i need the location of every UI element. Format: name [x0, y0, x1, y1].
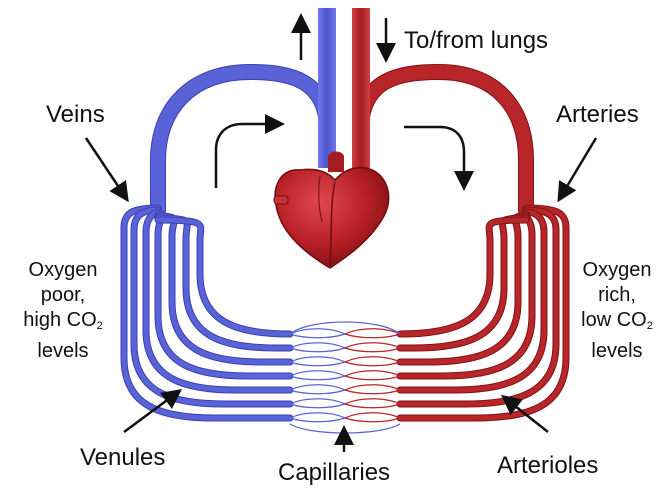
capillary-right-4: [345, 371, 400, 376]
capillary-right-6: [345, 343, 400, 348]
lungs-label: To/from lungs: [404, 29, 548, 53]
oxygen-poor-note: Oxygen poor, high CO2 levels: [8, 258, 118, 364]
oxygen-rich-note: Oxygen rich, low CO2 levels: [564, 258, 670, 364]
capillary-left-lower-1: [290, 418, 345, 422]
capillary-left-lower-6: [290, 348, 345, 352]
venule-7: [158, 220, 290, 334]
capillary-right-lower-5: [345, 362, 400, 366]
capillary-left-4: [290, 371, 345, 376]
veins-label: Veins: [46, 103, 105, 127]
venules-label: Venules: [80, 446, 165, 470]
capillary-right-lower-7: [345, 334, 400, 338]
capillary-left-lower-5: [290, 362, 345, 366]
capillary-right-lower-1: [345, 418, 400, 422]
venule-7-outline: [158, 220, 290, 334]
lung-vessels: [318, 8, 370, 168]
pointer-veins: [86, 138, 126, 198]
arteries-label: Arteries: [556, 103, 639, 127]
pulmonary-vein-trunk: [318, 8, 336, 168]
capillary-left-2: [290, 399, 345, 404]
capillary-left-6: [290, 343, 345, 348]
capillary-left-lower-2: [290, 404, 345, 408]
capillary-right-lower-4: [345, 376, 400, 380]
capillary-right-5: [345, 357, 400, 362]
arrow-into-heart: [216, 124, 280, 188]
arteriole-6-outline: [400, 218, 526, 348]
pulmonary-artery-trunk: [352, 8, 370, 168]
capillary-bed-outline: [290, 322, 400, 433]
capillary-right-lower-2: [345, 404, 400, 408]
pointer-arteries: [560, 138, 596, 198]
arteriole-4: [400, 214, 532, 376]
arrow-out-of-heart: [404, 127, 464, 186]
capillary-left-lower-4: [290, 376, 345, 380]
capillary-right-lower-6: [345, 348, 400, 352]
arteriole-4-outline: [400, 214, 532, 376]
capillaries-label: Capillaries: [278, 461, 390, 485]
capillary-left-3: [290, 385, 345, 390]
venule-4: [158, 214, 290, 376]
capillary-right-1: [345, 413, 400, 418]
venule-4-outline: [158, 214, 290, 376]
capillary-left-lower-3: [290, 390, 345, 394]
heart-icon: [274, 152, 389, 269]
capillary-right-lower-3: [345, 390, 400, 394]
capillary-left-lower-7: [290, 334, 345, 338]
arterioles-label: Arterioles: [497, 454, 598, 478]
capillary-left-5: [290, 357, 345, 362]
capillary-right-3: [345, 385, 400, 390]
capillary-right-2: [345, 399, 400, 404]
capillary-left-1: [290, 413, 345, 418]
